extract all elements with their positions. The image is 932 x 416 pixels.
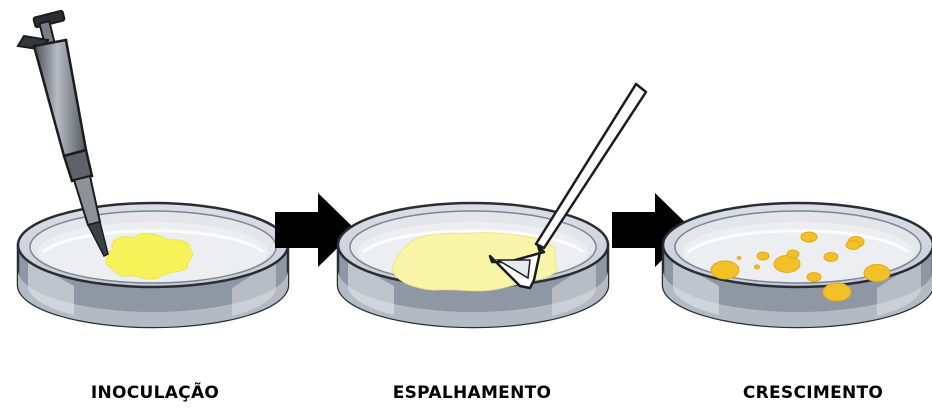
- step-label-inoculation: INOCULAÇÃO: [90, 383, 220, 403]
- inoculum-drop: [105, 233, 193, 280]
- arrow-right-icon: [275, 193, 356, 267]
- step-label-growth: CRESCIMENTO: [742, 383, 884, 403]
- step-label-spreading: ESPALHAMENTO: [392, 383, 552, 403]
- petri-dish-1: [16, 201, 290, 329]
- petri-dish-3: [661, 201, 932, 329]
- micropipette-icon: [16, 9, 109, 258]
- spreader-icon: [488, 82, 648, 290]
- bacterial-colonies: [710, 231, 891, 302]
- petri-dish-2: [336, 201, 610, 329]
